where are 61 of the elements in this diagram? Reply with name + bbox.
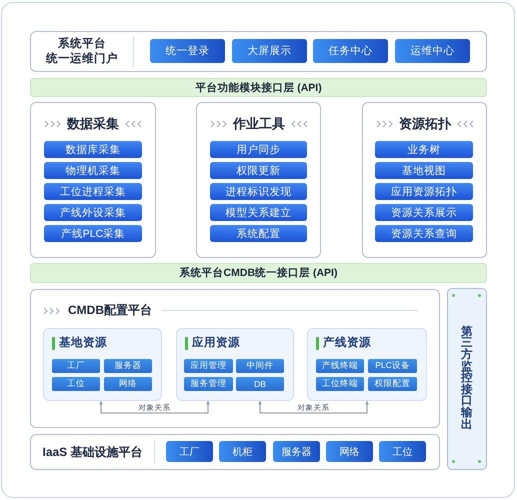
group-title: 应用资源	[192, 335, 240, 351]
nav-button: 统一登录	[150, 39, 225, 63]
connector-line	[258, 400, 369, 414]
api-layer-bar: 系统平台CMDB统一接口层 (API)	[30, 263, 487, 283]
platform-panel	[30, 289, 440, 428]
function-button: 资源关系查询	[375, 225, 473, 242]
function-button: 产线外设采集	[44, 204, 142, 221]
panel-title: 系统平台	[58, 36, 106, 52]
connector-line	[99, 400, 210, 414]
module-panel	[30, 102, 156, 258]
function-button: 数据库采集	[44, 141, 142, 158]
platform-panel	[30, 434, 440, 470]
nav-button: 运维中心	[395, 39, 470, 63]
resource-group-panel	[176, 328, 294, 401]
resource-button: 机柜	[219, 441, 266, 462]
resource-button: 网络	[326, 441, 373, 462]
resource-tile: 工位终端	[316, 377, 364, 391]
function-button: 系统配置	[210, 225, 307, 242]
resource-tile: 网络	[104, 377, 152, 391]
resource-tile: 应用管理	[184, 359, 233, 373]
panel-title: CMDB配置平台	[68, 302, 152, 319]
module-panel	[362, 102, 487, 258]
panel-title: IaaS 基础设施平台	[42, 444, 143, 460]
function-button: 应用资源拓扑	[375, 183, 473, 200]
vertical-title: 第三方监控接口输出	[461, 326, 473, 432]
resource-group-panel	[43, 328, 162, 401]
function-button: 进程标识发现	[210, 183, 307, 200]
group-title: 基地资源	[59, 335, 107, 351]
function-button: 用户同步	[210, 141, 307, 158]
resource-tile: 权限配置	[368, 377, 417, 391]
resource-button: 工厂	[166, 441, 213, 462]
function-button: 业务树	[375, 141, 473, 158]
group-title: 产线资源	[323, 335, 371, 351]
side-panel	[447, 288, 487, 470]
resource-group-panel	[307, 328, 427, 401]
resource-tile: 中间件	[236, 359, 284, 373]
panel-title: 数据采集	[67, 115, 119, 132]
resource-tile: 工厂	[52, 359, 100, 373]
panel-title: 作业工具	[233, 115, 285, 132]
function-button: 物理机采集	[44, 162, 142, 179]
panel-title: 资源拓扑	[399, 115, 451, 132]
function-button: 权限更新	[210, 162, 307, 179]
module-panel	[196, 102, 321, 258]
function-button: 资源关系展示	[375, 204, 473, 221]
resource-tile: PLC设备	[368, 359, 417, 373]
function-button: 工位进程采集	[44, 183, 142, 200]
panel-title: 统一运维门户	[46, 52, 118, 66]
resource-button: 工位	[379, 441, 426, 462]
resource-button: 服务器	[273, 441, 320, 462]
function-button: 模型关系建立	[210, 204, 307, 221]
resource-tile: 服务器	[104, 359, 152, 373]
portal-panel	[30, 31, 487, 72]
function-button: 产线PLC采集	[44, 225, 142, 242]
function-button: 基地视图	[375, 162, 473, 179]
nav-button: 任务中心	[313, 39, 388, 63]
resource-tile: DB	[236, 377, 284, 391]
nav-button: 大屏展示	[232, 39, 307, 63]
resource-tile: 服务管理	[184, 377, 233, 391]
api-layer-bar: 平台功能模块接口层 (API)	[30, 78, 487, 97]
resource-tile: 产线终端	[316, 359, 364, 373]
resource-tile: 工位	[52, 377, 100, 391]
